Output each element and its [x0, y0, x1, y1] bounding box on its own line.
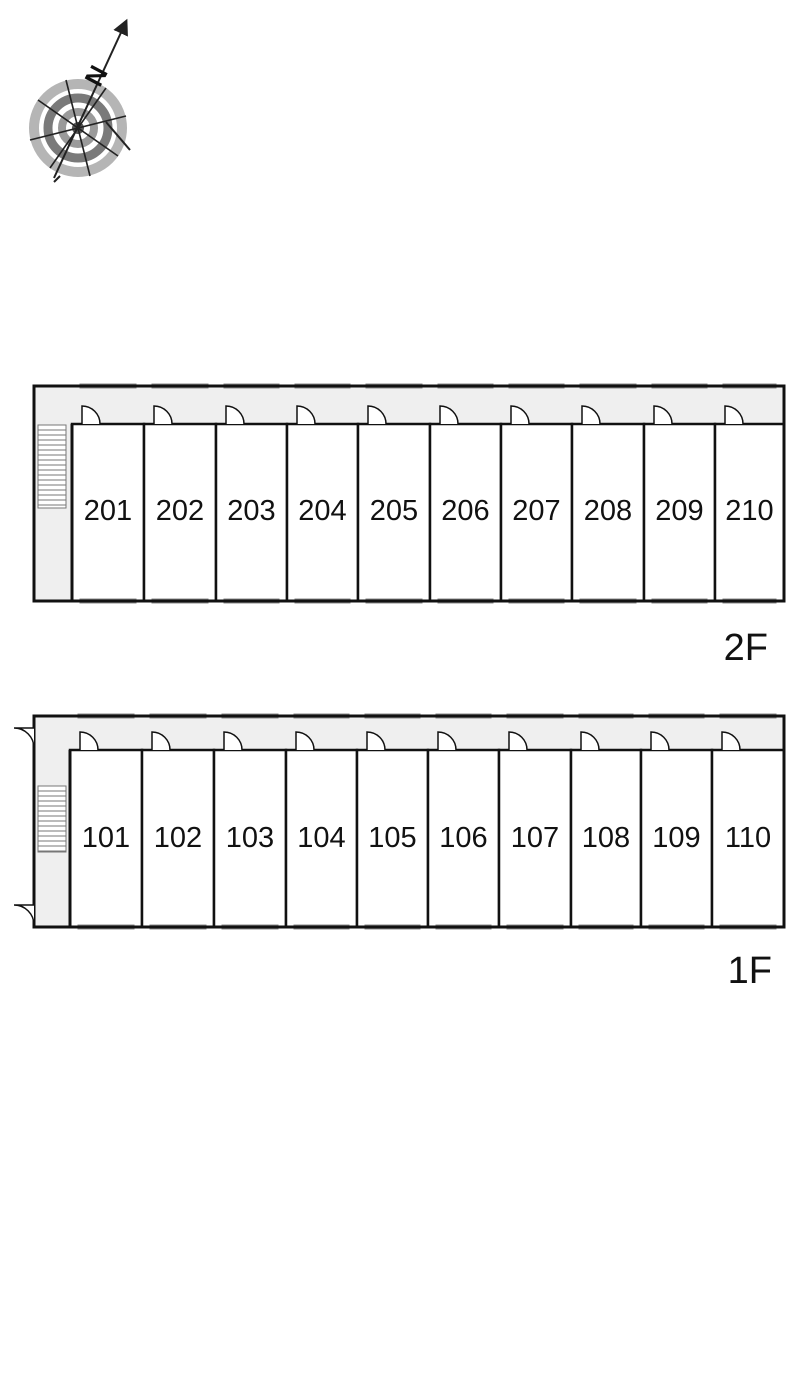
entrance-door-icon [13, 727, 35, 749]
floor-plan-2f: 201 202 203 204 205 206 207 208 209 210 2F [32, 383, 786, 669]
unit-number-label: 210 [725, 495, 773, 527]
corridor [34, 716, 784, 750]
door-icon [437, 731, 457, 751]
unit-103: 103 [212, 713, 288, 930]
door-icon [508, 731, 528, 751]
door-icon [367, 405, 387, 425]
door-icon [79, 731, 99, 751]
door-icon [439, 405, 459, 425]
unit-number-label: 102 [154, 822, 202, 854]
unit-room [569, 748, 643, 929]
unit-number-label: 105 [368, 822, 416, 854]
unit-number-label: 106 [439, 822, 487, 854]
unit-room [428, 422, 503, 603]
unit-room [214, 422, 289, 603]
door-icon [151, 731, 171, 751]
staircase-icon [37, 424, 67, 509]
door-icon [366, 731, 386, 751]
unit-number-label: 202 [156, 495, 204, 527]
unit-number-label: 205 [370, 495, 418, 527]
unit-number-label: 103 [226, 822, 274, 854]
unit-room [68, 748, 144, 929]
unit-number-label: 206 [441, 495, 489, 527]
door-icon [721, 731, 741, 751]
staircase-icon [37, 785, 67, 853]
unit-number-label: 104 [297, 822, 345, 854]
unit-number-label: 109 [652, 822, 700, 854]
unit-room [497, 748, 573, 929]
door-icon [724, 405, 744, 425]
unit-110: 110 [710, 713, 786, 930]
door-icon [295, 731, 315, 751]
floor-plan-1f: 101 102 103 104 105 106 107 108 109 110 1F [13, 713, 786, 992]
unit-number-label: 208 [584, 495, 632, 527]
unit-104: 104 [284, 713, 359, 930]
door-icon [581, 405, 601, 425]
door-icon [223, 731, 243, 751]
unit-number-label: 203 [227, 495, 275, 527]
door-icon [296, 405, 316, 425]
unit-number-label: 209 [655, 495, 703, 527]
unit-number-label: 201 [84, 495, 132, 527]
unit-number-label: 207 [512, 495, 560, 527]
entrance-door-icon [13, 904, 35, 926]
door-icon [225, 405, 245, 425]
floor-label: 2F [724, 627, 768, 669]
door-icon [153, 405, 173, 425]
unit-101: 101 [68, 713, 144, 930]
unit-number-label: 204 [298, 495, 346, 527]
unit-number-label: 108 [582, 822, 630, 854]
door-icon [653, 405, 673, 425]
building-outline [32, 714, 786, 929]
floor-label: 1F [728, 950, 772, 992]
unit-number-label: 101 [82, 822, 130, 854]
unit-number-label: 110 [725, 822, 771, 854]
door-icon [580, 731, 600, 751]
unit-room [570, 422, 646, 603]
door-icon [510, 405, 530, 425]
unit-number-label: 107 [511, 822, 559, 854]
unit-room [356, 422, 432, 603]
door-icon [650, 731, 670, 751]
compass-rose-icon [29, 18, 131, 183]
building-outline [32, 384, 786, 603]
unit-room [710, 748, 786, 929]
unit-201: 201 [70, 383, 146, 604]
unit-108: 108 [569, 713, 643, 930]
door-icon [81, 405, 101, 425]
